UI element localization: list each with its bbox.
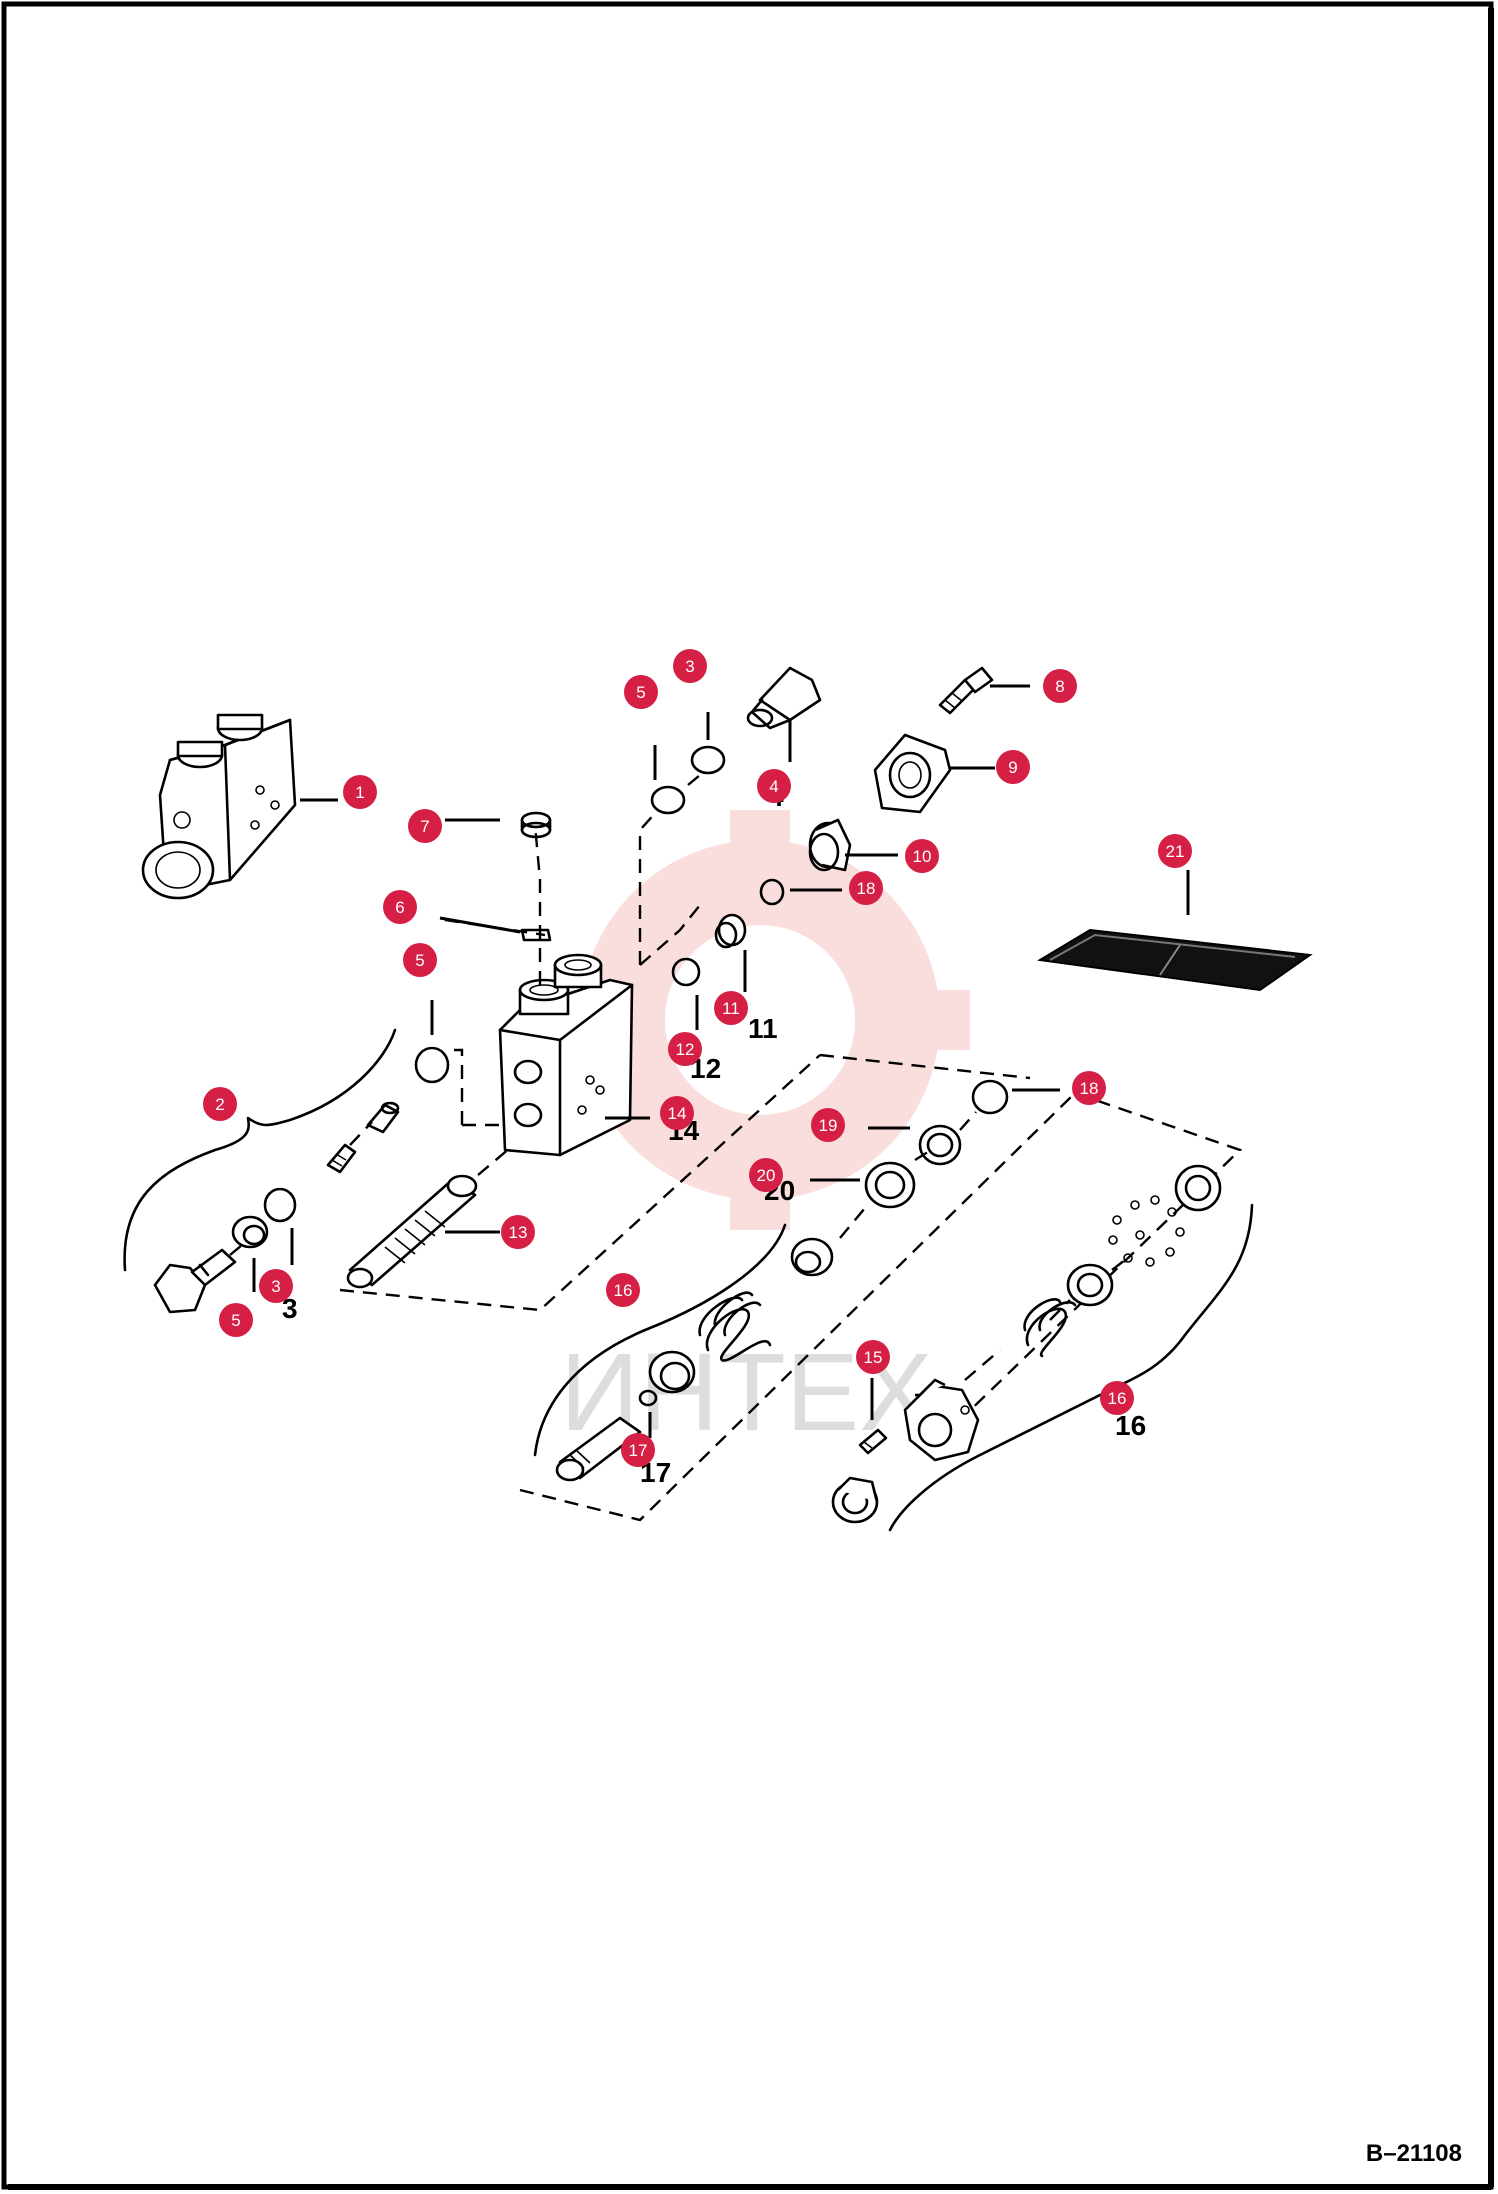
part-spring-middle bbox=[698, 1291, 772, 1362]
part-18-oring-upper bbox=[759, 878, 785, 906]
callout-12[interactable]: 12 bbox=[668, 1032, 702, 1066]
part-19-ring bbox=[918, 1124, 962, 1166]
callout-17[interactable]: 17 bbox=[621, 1433, 655, 1467]
callout-3-left[interactable]: 3 bbox=[259, 1269, 293, 1303]
svg-text:3: 3 bbox=[271, 1277, 280, 1296]
print-number-16: 16 bbox=[1115, 1410, 1146, 1441]
callout-8[interactable]: 8 bbox=[1043, 669, 1077, 703]
print-number-3: 3 bbox=[282, 1293, 298, 1324]
print-number-11: 11 bbox=[748, 1013, 778, 1044]
svg-text:3: 3 bbox=[685, 657, 694, 676]
part-3-seal-left bbox=[263, 1187, 297, 1223]
svg-text:15: 15 bbox=[864, 1348, 883, 1367]
svg-text:16: 16 bbox=[614, 1281, 633, 1300]
callout-13[interactable]: 13 bbox=[501, 1215, 535, 1249]
part-11-spacer bbox=[714, 913, 747, 949]
callout-5-top[interactable]: 5 bbox=[624, 675, 658, 709]
svg-text:17: 17 bbox=[629, 1441, 648, 1460]
svg-text:7: 7 bbox=[420, 817, 429, 836]
svg-text:19: 19 bbox=[819, 1116, 838, 1135]
callout-14[interactable]: 14 bbox=[660, 1096, 694, 1130]
callout-21[interactable]: 21 bbox=[1158, 834, 1192, 868]
callout-4[interactable]: 4 bbox=[757, 769, 791, 803]
svg-text:13: 13 bbox=[509, 1223, 528, 1242]
svg-text:14: 14 bbox=[668, 1104, 687, 1123]
part-14-valve-body bbox=[498, 953, 634, 1157]
callout-1[interactable]: 1 bbox=[343, 775, 377, 809]
callout-11[interactable]: 11 bbox=[714, 991, 748, 1025]
drawing-reference-number: B–21108 bbox=[1365, 2140, 1462, 2167]
part-2-adjuster bbox=[326, 1101, 400, 1174]
bracket-2 bbox=[123, 1028, 397, 1272]
part-21-gasket-kit bbox=[1037, 928, 1313, 992]
part-cap-right bbox=[1174, 1164, 1222, 1212]
callout-15[interactable]: 15 bbox=[856, 1340, 890, 1374]
part-5-washer-left bbox=[231, 1215, 269, 1249]
bracket-16-right bbox=[888, 1203, 1254, 1532]
callout-20[interactable]: 20 bbox=[749, 1158, 783, 1192]
bracket-16-middle bbox=[533, 1223, 787, 1457]
callout-7[interactable]: 7 bbox=[408, 809, 442, 843]
callout-2[interactable]: 2 bbox=[203, 1087, 237, 1121]
part-20-ring bbox=[864, 1161, 916, 1209]
part-plunger-cap bbox=[790, 1237, 834, 1277]
svg-text:9: 9 bbox=[1008, 758, 1017, 777]
part-7-nut bbox=[520, 811, 552, 839]
svg-text:5: 5 bbox=[636, 683, 645, 702]
svg-text:18: 18 bbox=[1080, 1079, 1099, 1098]
callout-18-lower[interactable]: 18 bbox=[1072, 1071, 1106, 1105]
part-1-valve-assembly bbox=[141, 713, 297, 900]
part-housing-right bbox=[903, 1378, 980, 1462]
part-13-spool bbox=[346, 1174, 478, 1289]
callout-10[interactable]: 10 bbox=[905, 839, 939, 873]
callout-3-top[interactable]: 3 bbox=[673, 649, 707, 683]
part-12-oring bbox=[671, 957, 701, 987]
svg-text:8: 8 bbox=[1055, 677, 1064, 696]
part-gasket-dots bbox=[1108, 1195, 1185, 1267]
svg-text:6: 6 bbox=[395, 898, 404, 917]
part-6-clip bbox=[520, 928, 552, 942]
part-plug-bolt bbox=[153, 1244, 243, 1314]
svg-text:2: 2 bbox=[215, 1095, 224, 1114]
part-4-fitting bbox=[746, 666, 822, 730]
callout-9[interactable]: 9 bbox=[996, 750, 1030, 784]
svg-text:4: 4 bbox=[769, 777, 778, 796]
svg-text:12: 12 bbox=[676, 1040, 695, 1059]
part-18-oring-lower bbox=[971, 1079, 1009, 1115]
callout-16-right[interactable]: 16 bbox=[1100, 1381, 1134, 1415]
svg-text:20: 20 bbox=[757, 1166, 776, 1185]
part-17-ball bbox=[638, 1389, 658, 1407]
part-5-oring-top bbox=[650, 785, 686, 815]
callout-16-middle[interactable]: 16 bbox=[606, 1273, 640, 1307]
part-spring-right bbox=[1023, 1298, 1077, 1358]
part-cap-middle bbox=[648, 1350, 696, 1394]
callout-5-body[interactable]: 5 bbox=[403, 943, 437, 977]
svg-text:21: 21 bbox=[1166, 842, 1185, 861]
part-17-poppet bbox=[555, 1416, 642, 1482]
callout-19[interactable]: 19 bbox=[811, 1108, 845, 1142]
part-plug-right bbox=[831, 1476, 879, 1524]
callout-6[interactable]: 6 bbox=[383, 890, 417, 924]
part-3-seal-top bbox=[690, 745, 726, 775]
svg-text:16: 16 bbox=[1108, 1389, 1127, 1408]
svg-text:18: 18 bbox=[857, 879, 876, 898]
part-10-bushing bbox=[808, 818, 852, 872]
callout-18-upper[interactable]: 18 bbox=[849, 871, 883, 905]
part-5-oring-body bbox=[414, 1046, 450, 1084]
svg-text:5: 5 bbox=[415, 951, 424, 970]
svg-text:1: 1 bbox=[355, 783, 364, 802]
callout-5-left[interactable]: 5 bbox=[219, 1303, 253, 1337]
svg-text:11: 11 bbox=[722, 999, 740, 1018]
part-15-screw bbox=[858, 1428, 888, 1455]
part-9-flange bbox=[873, 733, 952, 814]
part-washer-right bbox=[1066, 1263, 1114, 1307]
part-8-screw bbox=[938, 666, 994, 715]
svg-text:10: 10 bbox=[913, 847, 932, 866]
svg-text:5: 5 bbox=[231, 1311, 240, 1330]
